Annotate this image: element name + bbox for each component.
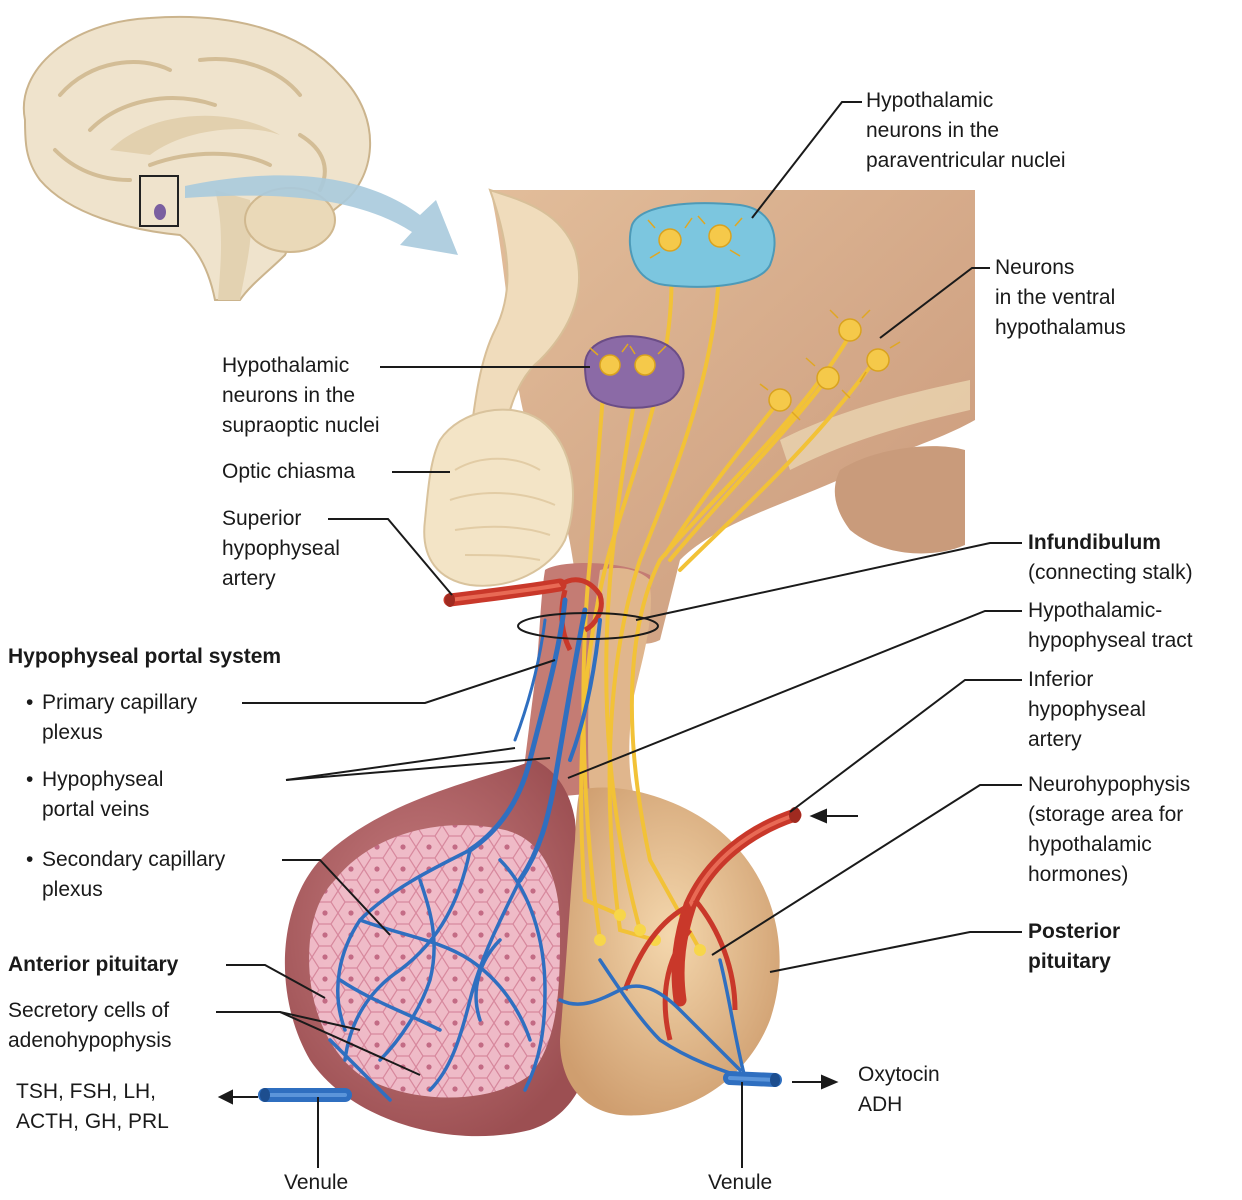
flow-arrows (217, 808, 858, 1105)
stalk-posterior-part (588, 568, 651, 800)
label-infundibulum: Infundibulum(connecting stalk) (1028, 531, 1193, 584)
zoom-arrow (185, 175, 458, 255)
supraoptic-nucleus (583, 335, 685, 409)
label-portal-system: Hypophyseal portal system (8, 645, 282, 668)
optic-chiasma (423, 408, 574, 587)
axon-terminals (594, 909, 706, 956)
inferior-hypophyseal-artery (622, 807, 802, 1041)
neuron-dendrites (589, 215, 901, 421)
label-tract: Hypothalamic-hypophyseal tract (1028, 599, 1193, 652)
axon-bundle (579, 243, 877, 952)
secondary-capillary-plexus (328, 848, 742, 1102)
mammillary-region (834, 446, 965, 554)
venule-left-vessel (258, 1088, 352, 1102)
posterior-veins (598, 958, 747, 1080)
label-venule-left: Venule (284, 1171, 349, 1194)
chiasma-texture (449, 457, 556, 561)
inset-pituitary (154, 204, 166, 220)
label-anterior-pituitary: Anterior pituitary (8, 953, 179, 976)
inset-highlight-box (139, 175, 179, 227)
corpus-callosum (110, 115, 280, 155)
paraventricular-nucleus (628, 202, 776, 288)
label-anterior-hormones: TSH, FSH, LH,ACTH, GH, PRL (16, 1080, 169, 1133)
leader-lines (216, 101, 1022, 1168)
hypothalamus-tissue (490, 190, 975, 644)
neuron-cell-bodies (599, 224, 890, 412)
label-venule-right: Venule (708, 1171, 773, 1194)
venule-right-vessel (723, 1071, 782, 1087)
infundibulum-ring (517, 612, 659, 640)
brain-outline (22, 15, 372, 301)
brainstem (215, 190, 252, 300)
brain-folds (53, 57, 327, 192)
fiber-band (780, 380, 970, 470)
label-optic-chiasma: Optic chiasma (222, 460, 356, 483)
brain-inset (22, 15, 372, 301)
